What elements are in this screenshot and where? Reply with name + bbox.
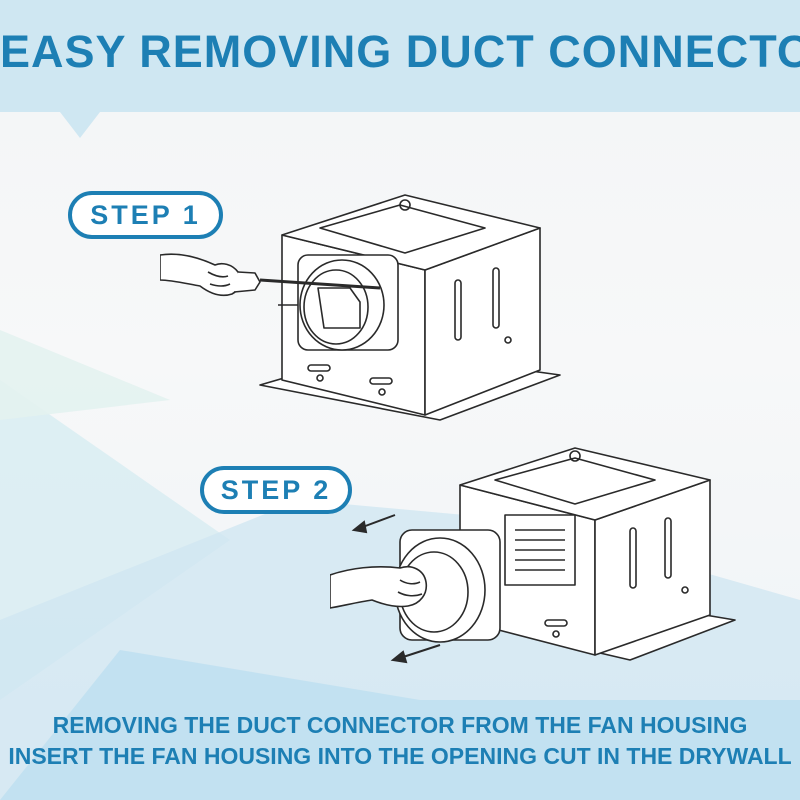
step-1-badge: STEP 1: [68, 191, 223, 239]
caption-line-1: REMOVING THE DUCT CONNECTOR FROM THE FAN…: [52, 712, 748, 738]
screwdriver-hand-icon: [160, 253, 381, 297]
hand-icon: [330, 566, 428, 609]
header-band: [0, 0, 800, 112]
step-2-illustration: [330, 447, 736, 664]
step-2-badge: STEP 2: [200, 466, 352, 514]
page-title: EASY REMOVING DUCT CONNECTOR: [0, 26, 800, 77]
duct-connector-ring: [299, 259, 385, 351]
caption-line-2: INSERT THE FAN HOUSING INTO THE OPENING …: [8, 743, 792, 769]
arrow-left-icon: [351, 514, 441, 664]
step-1-illustration: [160, 194, 561, 421]
housing-top: [459, 447, 711, 521]
